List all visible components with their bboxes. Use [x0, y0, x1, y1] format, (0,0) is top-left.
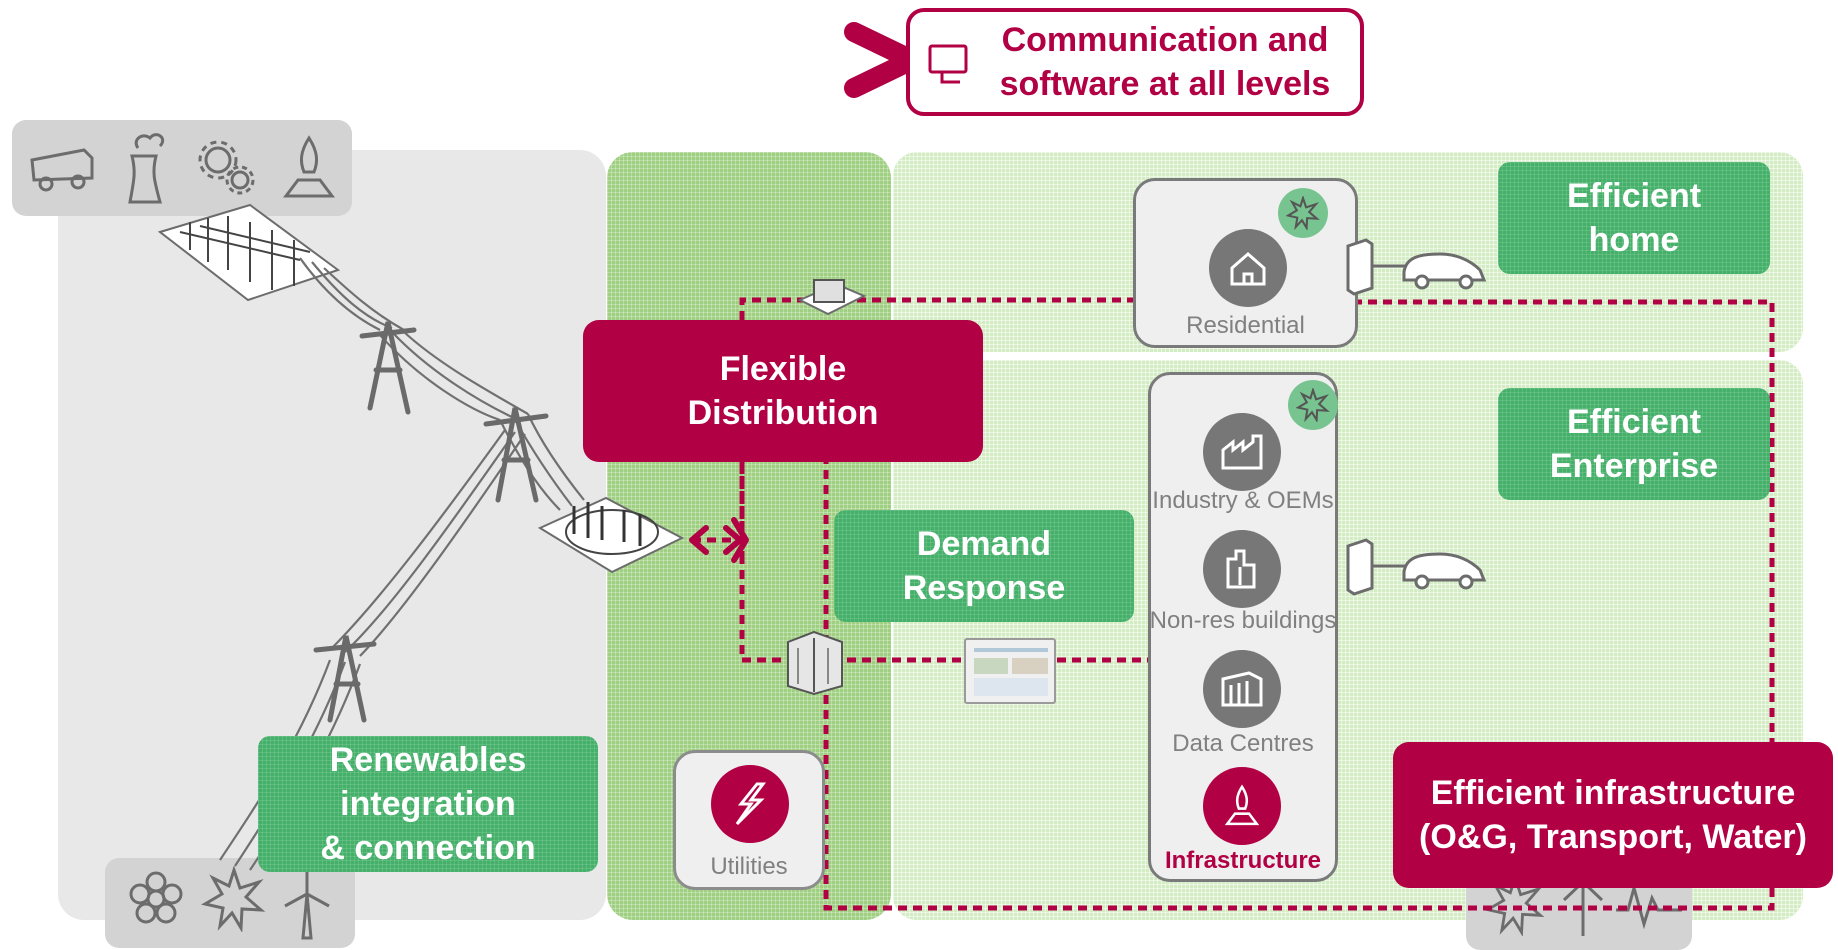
nonres-label: Non-res buildings: [1149, 607, 1337, 634]
monitor-icon: [928, 44, 968, 84]
utilities-box: Utilities: [673, 750, 825, 890]
wind-turbine-icon: [284, 868, 330, 940]
header-line-2: software at all levels: [999, 65, 1331, 103]
datacentre-label: Data Centres: [1172, 730, 1314, 757]
enterprise-box: Industry & OEMs Non-res buildings Data C…: [1148, 372, 1338, 882]
sun-icon: [1484, 874, 1545, 936]
efficient-infrastructure-tag: Efficient infrastructure (O&G, Transport…: [1393, 742, 1833, 888]
control-screen-illustration: [964, 638, 1056, 704]
industry-icon: [1203, 413, 1281, 491]
industry-label: Industry & OEMs: [1152, 487, 1334, 514]
sun-badge-icon: [1278, 188, 1328, 238]
generation-icon-tray: [12, 120, 352, 216]
kiosk-bottom-illustration: [787, 630, 843, 696]
header-line-1: Communication and: [1001, 21, 1329, 59]
sun-icon: [201, 866, 266, 932]
residential-label: Residential: [1186, 312, 1305, 339]
communication-header: Communication and software at all levels: [906, 8, 1364, 116]
renewables-icon-tray: [105, 858, 355, 948]
flower-icon: [129, 871, 183, 924]
gears-icon: [198, 140, 255, 195]
renewables-tag: Renewables integration & connection: [258, 736, 598, 872]
lightning-icon: [711, 765, 789, 843]
efficient-enterprise-tag: Efficient Enterprise: [1498, 388, 1770, 500]
demand-response-tag: Demand Response: [834, 510, 1134, 622]
infrastructure-label: Infrastructure: [1164, 847, 1322, 874]
nonres-icon: [1203, 530, 1281, 608]
power-plant-icon: [128, 133, 165, 204]
sun-badge-icon: [1288, 380, 1338, 430]
truck-icon: [30, 148, 94, 192]
infrastructure-icon: [1203, 767, 1281, 845]
efficient-home-tag: Efficient home: [1498, 162, 1770, 274]
gas-flame-icon: [283, 135, 335, 198]
utilities-label: Utilities: [710, 853, 788, 880]
ev-charger-icon: [1346, 238, 1487, 296]
residential-icon: [1209, 229, 1287, 307]
ev-charger-icon: [1346, 538, 1487, 596]
flexible-distribution-tag: Flexible Distribution: [583, 320, 983, 462]
pulse-icon: [1616, 882, 1682, 930]
datacentre-icon: [1203, 650, 1281, 728]
kiosk-top-illustration: [797, 279, 867, 316]
